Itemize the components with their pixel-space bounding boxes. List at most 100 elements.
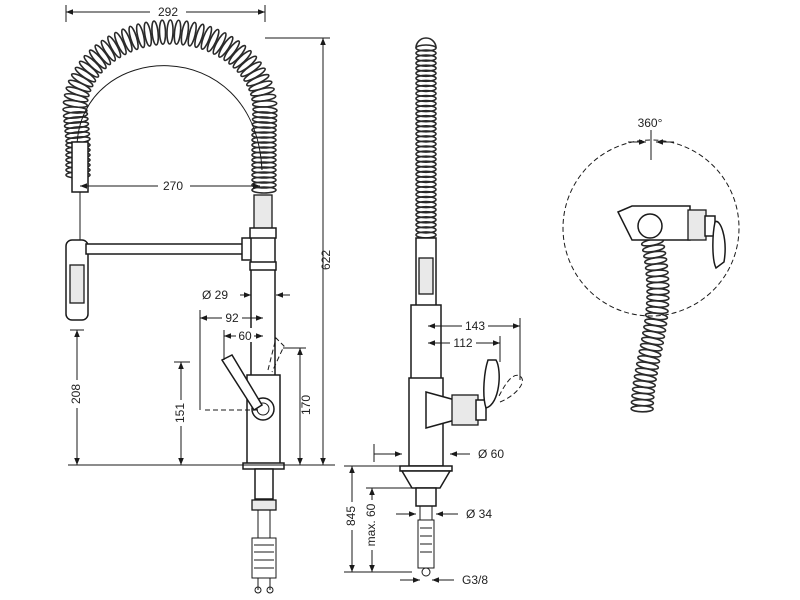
coil-ring bbox=[206, 28, 220, 53]
top-lever bbox=[712, 220, 726, 270]
coil-ring bbox=[251, 161, 277, 169]
coil-ring bbox=[166, 19, 174, 45]
coil-ring bbox=[223, 40, 241, 62]
coil-ring bbox=[415, 170, 437, 179]
coil-ring bbox=[180, 20, 190, 46]
coil-ring bbox=[63, 115, 89, 125]
coil-ring bbox=[415, 210, 437, 219]
dim-width-spout: 270 bbox=[163, 179, 183, 193]
coil-ring bbox=[646, 287, 670, 296]
coil-ring bbox=[251, 166, 277, 174]
shank bbox=[254, 468, 274, 500]
coil-ring bbox=[415, 89, 437, 98]
side-view: 143 112 Ø 60 Ø 34 G3/8 845 max. 60 bbox=[342, 37, 523, 587]
coil-ring bbox=[252, 106, 278, 114]
coil-ring bbox=[251, 146, 277, 154]
coil-ring bbox=[415, 175, 437, 184]
coil-ring bbox=[415, 125, 437, 133]
coil-ring bbox=[251, 116, 278, 124]
coil-ring bbox=[173, 19, 182, 45]
coil-ring bbox=[248, 80, 273, 92]
coil-ring bbox=[135, 23, 146, 49]
coil-ring bbox=[143, 21, 153, 47]
coil-ring bbox=[415, 104, 437, 113]
coil-ring bbox=[415, 150, 437, 158]
coil-ring bbox=[415, 221, 437, 229]
front-view: 292 270 Ø 29 92 60 622 208 151 bbox=[62, 4, 335, 594]
spout-arm bbox=[85, 243, 247, 255]
coil-ring bbox=[415, 120, 437, 128]
spray-head-upper bbox=[71, 141, 89, 193]
dim-diameter-hole: Ø 34 bbox=[466, 507, 492, 521]
dim-offset-92: 92 bbox=[225, 311, 239, 325]
dim-thread: G3/8 bbox=[462, 573, 488, 587]
coil-ring bbox=[630, 404, 654, 413]
coil-ring bbox=[415, 99, 437, 108]
coil-ring bbox=[251, 156, 277, 164]
coil-ring bbox=[151, 20, 160, 46]
coil-ring bbox=[251, 151, 277, 159]
coil-ring bbox=[128, 25, 139, 51]
coil-ring bbox=[415, 180, 437, 189]
dim-height-total: 622 bbox=[319, 250, 333, 270]
coil-ring bbox=[415, 109, 437, 118]
coil-ring bbox=[64, 125, 90, 135]
dim-diameter-body: Ø 29 bbox=[202, 288, 228, 302]
coil-ring bbox=[251, 141, 277, 149]
coil-ring bbox=[94, 44, 112, 66]
coil-ring bbox=[158, 19, 167, 45]
dim-diameter-base: Ø 60 bbox=[478, 447, 504, 461]
coil-ring bbox=[415, 64, 437, 72]
dim-width-top: 292 bbox=[158, 5, 178, 19]
coil-ring bbox=[415, 185, 437, 194]
coil-ring bbox=[251, 136, 277, 144]
side-column bbox=[410, 304, 442, 386]
coil-ring bbox=[113, 31, 127, 56]
coil-ring bbox=[415, 130, 437, 138]
dim-height-151: 151 bbox=[173, 403, 187, 423]
coil-ring bbox=[415, 205, 437, 214]
coil-ring bbox=[251, 186, 277, 194]
dim-rotation: 360° bbox=[638, 116, 663, 130]
coil-ring bbox=[415, 135, 437, 143]
lever-handle bbox=[220, 354, 264, 412]
side-valve bbox=[451, 394, 479, 426]
coil-ring bbox=[415, 94, 437, 103]
dim-depth-845: 845 bbox=[344, 506, 358, 526]
coil-cap bbox=[415, 37, 437, 49]
coil-ring bbox=[646, 281, 670, 290]
coil-ring bbox=[415, 114, 437, 123]
dim-height-170: 170 bbox=[299, 395, 313, 415]
coil-ring bbox=[251, 171, 277, 179]
dim-max-60: max. 60 bbox=[364, 503, 378, 546]
side-lever bbox=[483, 359, 500, 409]
coil-ring bbox=[415, 195, 437, 204]
coil-ring bbox=[62, 110, 89, 120]
top-view: 360° bbox=[562, 116, 740, 413]
coil-ring bbox=[415, 49, 437, 57]
coil-ring bbox=[415, 79, 437, 88]
coil-ring bbox=[415, 59, 437, 68]
coil-ring bbox=[100, 39, 117, 62]
coil-ring bbox=[415, 84, 437, 93]
dim-reach-112: 112 bbox=[453, 336, 472, 350]
dim-height-208: 208 bbox=[69, 384, 83, 404]
coil-ring bbox=[415, 54, 437, 62]
coil-ring bbox=[415, 200, 437, 209]
coil-ring bbox=[415, 190, 437, 199]
dim-offset-60: 60 bbox=[238, 329, 252, 343]
coil-ring bbox=[415, 216, 437, 224]
coil-ring bbox=[252, 111, 278, 119]
coil-ring bbox=[107, 35, 122, 59]
coil-ring bbox=[415, 74, 437, 83]
coil-ring bbox=[200, 25, 213, 50]
coil-ring bbox=[63, 120, 90, 130]
spring-coil-front bbox=[62, 19, 278, 194]
coil-ring bbox=[187, 21, 197, 47]
coil-ring bbox=[251, 126, 277, 134]
coil-ring bbox=[415, 69, 437, 78]
coil-ring bbox=[212, 32, 227, 55]
dim-reach-143: 143 bbox=[465, 319, 485, 333]
faucet-column bbox=[250, 229, 276, 381]
